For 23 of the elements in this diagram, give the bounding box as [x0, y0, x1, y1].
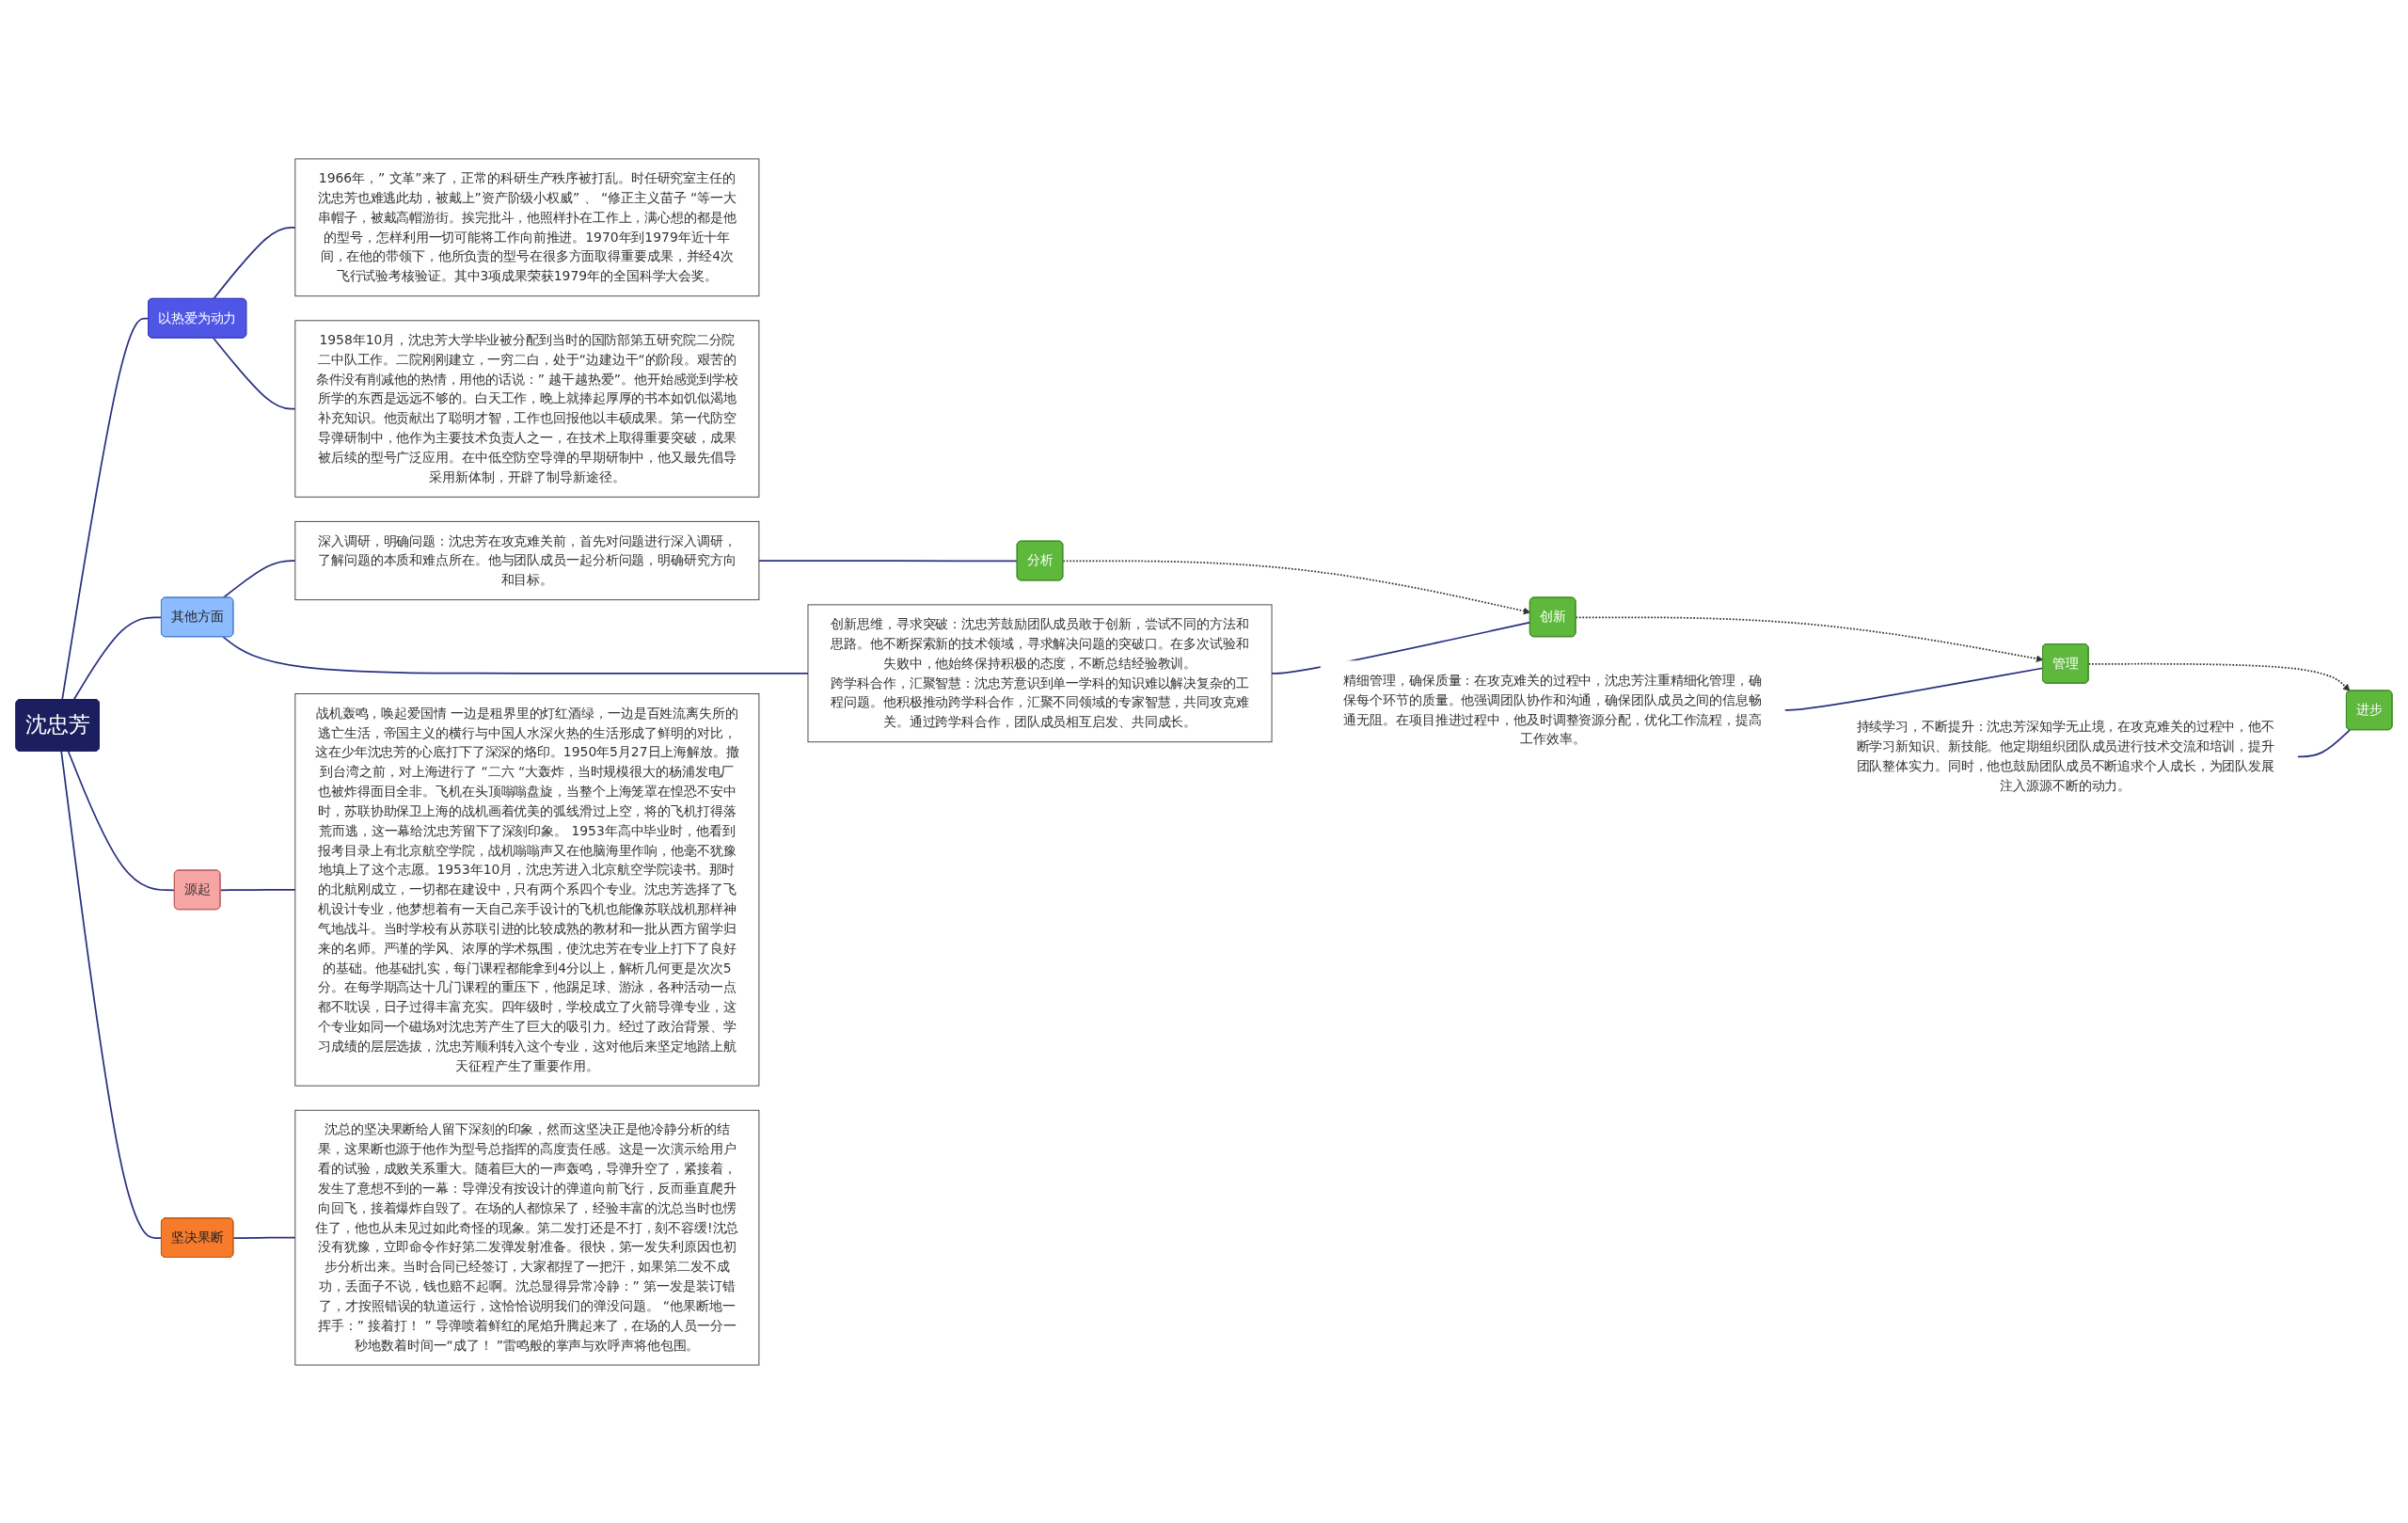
connector	[232, 1236, 296, 1239]
node-box: 创新思维，寻求突破：沈忠芳鼓励团队成员敢于创新，尝试不同的方法和思路。他不断探索新的技术领域，寻求解决问题的突破口。在多次试验和失败中，他始终保持积极的态度，不断总结经验教训。 跨学科合作，汇聚智慧：沈忠芳意识到单一学科的知识难以解决复杂的工程问题。他积极推动跨学科合作，汇聚不同领域的专家智慧，共同攻克难关。通过跨学科合作，团队成员相互启发、共同成长。	[807, 603, 1273, 742]
connector	[213, 337, 296, 409]
connector	[222, 559, 296, 598]
connector	[72, 615, 163, 701]
connector	[1783, 666, 2044, 711]
connector	[60, 750, 163, 1239]
node-box: 战机轰鸣，唤起爱国情 一边是租界里的灯红酒绿，一边是百姓流离失所的逃亡生活，帝国主义的横行与中国人水深火热的生活形成了鲜明的对比，这在少年沈忠芳的心底打下了深深的烙印。1950年5月27日上海解放。撤到台湾之前，对上海进行了 “二六 “大轰炸，当时规模很大的杨浦发电厂也被炸得面目全非。飞机在头顶嗡嗡盘旋，当整个上海笼罩在惶恐不安中时，苏联协助保卫上海的战机画着优美的弧线滑过上空，将的飞机打得落荒而逃，这一幕给沈忠芳留下了深刻印象。 1953年高中毕业时，他看到报考目录上有北京航空学院，战机嗡嗡声又在他脑海里作响，他毫不犹豫地填上了这个志愿。1953年10月，沈忠芳进入北京航空学院读书。那时的北航刚成立，一切都在建设中，只有两个系四个专业。沈忠芳选择了飞机设计专业，他梦想着有一天自己亲手设计的飞机也能像苏联战机那样神气地战斗。当时学校有从苏联引进的比较成熟的教材和一批从西方留学归来的名师。严谨的学风、浓厚的学术氛围，使沈忠芳在专业上打下了良好的基础。他基础扎实，每门课程都能拿到4分以上，解析几何更是次次5分。在每学期高达十几门课程的重压下，他踢足球、游泳，各种活动一点都不耽误，日子过得丰富充实。四年级时，学校成立了火箭导弹专业，这个专业如同一个磁场对沈忠芳产生了巨大的吸引力。经过了政治背景、学习成绩的层层选拔，沈忠芳顺利转入这个专业，这对他后来坚定地踏上航天征程产生了重要作用。	[294, 692, 760, 1087]
connector	[61, 317, 150, 701]
node-box: 1958年10月，沈忠芳大学毕业被分配到当时的国防部第五研究院二分院二中队工作。二院刚刚建立，一穷二白，处于“边建边干“的阶段。艰苦的条件没有削减他的热情，用他的话说：” 越干越热爱”。他开始感觉到学校所学的东西是远远不够的。白天工作，晚上就捧起厚厚的书本如饥似渴地补充知识。他贡献出了聪明才智，工作也回报他以丰硕成果。第一代防空导弹研制中，他作为主要技术负责人之一，在技术上取得重要突破，成果被后续的型号广泛应用。在中低空防空导弹的早期研制中，他又最先倡导采用新体制，开辟了制导新途径。	[294, 319, 760, 498]
arrow	[1575, 615, 2044, 662]
node-box: 沈总的坚决果断给人留下深刻的印象，然而这坚决正是他冷静分析的结果，这果断也源于他作为型号总指挥的高度责任感。这是一次演示给用户看的试验，成败关系重大。随着巨大的一声轰鸣，导弹升空了，紧接着，发生了意想不到的一幕：导弹没有按设计的弹道向前飞行，反而垂直爬升向回飞，接着爆炸自毁了。在场的人都惊呆了，经验丰富的沈总当时也愣住了，他也从未见过如此奇怪的现象。第二发打还是不打，刻不容缓!沈总没有犹豫，立即命令作好第二发弹发射准备。很快，第一发失利原因也初步分析出来。当时合同已经签订，大家都捏了一把汗，如果第二发不成功，丢面子不说，钱也赔不起啊。沈总显得异常冷静：” 第一发是装订错了，才按照错误的轨道运行，这恰恰说明我们的弹没问题。 “他果断地一挥手：” 接着打！ ” 导弹喷着鲜红的尾焰升腾起来了，在场的人员一分一秒地数着时间一“成了！ ”雷鸣般的掌声与欢呼声将他包围。	[294, 1109, 760, 1365]
connector	[67, 750, 176, 891]
connector	[222, 635, 809, 674]
node-text: 精细管理，确保质量：在攻克难关的过程中，沈忠芳注重精细化管理，确保每个环节的质量。他强调团队协作和沟通，确保团队成员之间的信息畅通无阻。在项目推进过程中，他及时调整资源分配，优化工作流程，提高工作效率。	[1343, 672, 1762, 747]
arrow	[2087, 662, 2351, 691]
arrow	[1062, 560, 1531, 614]
node-text: 持续学习，不断提升：沈忠芳深知学无止境，在攻克难关的过程中，他不断学习新知识、新技能。他定期组织团队成员进行技术交流和培训，提升团队整体实力。同时，他也鼓励团队成员不断追求个人成长，为团队发展注入源源不断的动力。	[1856, 718, 2275, 793]
node-box: 深入调研，明确问题：沈忠芳在攻克难关前，首先对问题进行深入调研，了解问题的本质和难点所在。他与团队成员一起分析问题，明确研究方向和目标。	[294, 520, 760, 600]
node-box: 1966年，” 文革”来了，正常的科研生产秩序被打乱。时任研究室主任的沈忠芳也难逃此劫，被戴上”资产阶级小权威” 、 “修正主义苗子 “等一大串帽子，被戴高帽游街。挨完批斗，他照样扑在工作上，满心想的都是他的型号，怎样利用一切可能将工作向前推进。1970年到1979年近十年间，在他的带领下，他所负责的型号在很多方面取得重要成果，并经4次飞行试验考核验证。其中3项成果荣获1979年的全国科学大会奖。	[294, 158, 760, 296]
connector	[2296, 728, 2351, 757]
connector	[219, 888, 296, 891]
connector	[758, 559, 1019, 562]
